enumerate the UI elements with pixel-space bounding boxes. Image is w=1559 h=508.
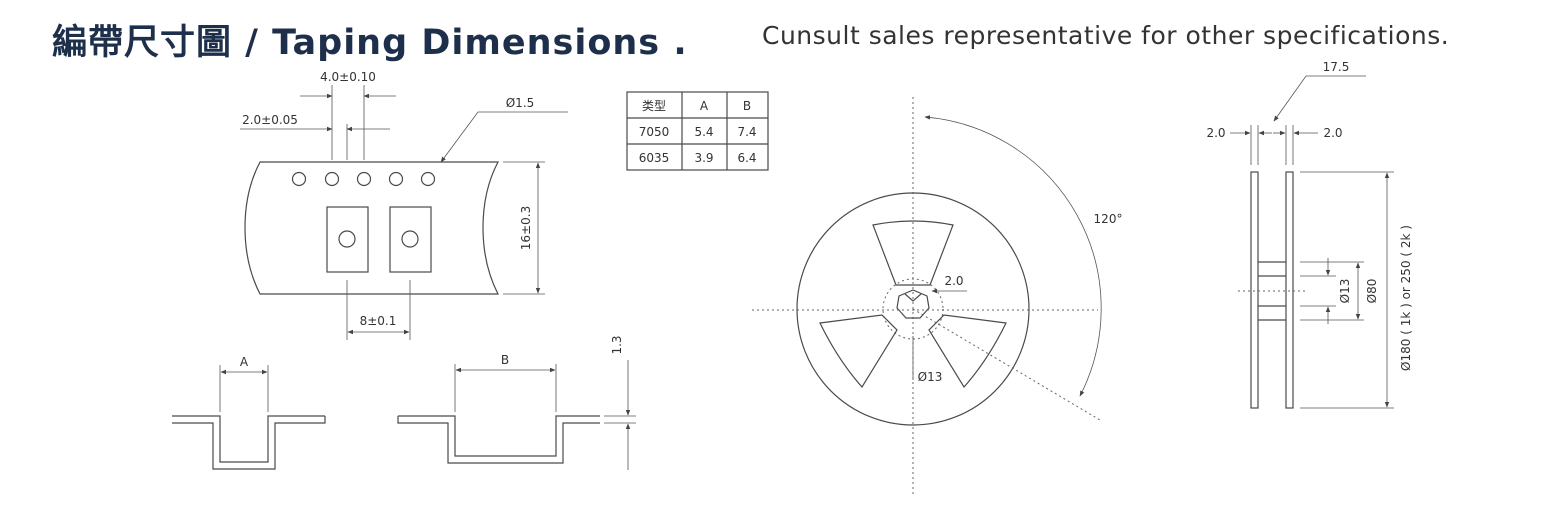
pocket-hole [401, 230, 419, 248]
table-cell: 5.4 [694, 125, 713, 139]
sprocket-hole [388, 171, 404, 187]
right-flange [1285, 171, 1294, 409]
reel-width-label: 17.5 [1323, 60, 1350, 74]
pocket-1 [326, 206, 369, 273]
hub-diameter-label: Ø13 [918, 370, 943, 384]
tape-outline [244, 161, 499, 295]
reel-window [819, 314, 898, 389]
table-cell: 7.4 [737, 125, 756, 139]
dimension-table: 类型 A B 7050 5.4 7.4 6035 3.9 6.4 [626, 91, 769, 171]
reel-front-view: 2.0 Ø13 120° [752, 97, 1122, 495]
core-diameter-label: Ø80 [1365, 279, 1379, 304]
table-frame [626, 91, 769, 171]
table-header-type: 类型 [642, 99, 666, 113]
sprocket-holes [291, 171, 436, 187]
page-title: 編帶尺寸圖 / Taping Dimensions . [52, 23, 688, 63]
reel-side-view: 17.5 2.0 2.0 Ø13 Ø80 Ø180 ( 1k ) or 250 … [1206, 60, 1413, 409]
pitch-label: 4.0±0.10 [320, 70, 376, 84]
table-header-a: A [700, 99, 709, 113]
left-flange-label: 2.0 [1206, 126, 1225, 140]
page-subtitle: Cunsult sales representative for other s… [762, 21, 1450, 50]
pocket-depth-label: 1.3 [610, 335, 624, 354]
left-flange [1250, 171, 1259, 409]
pocket-b-label: B [501, 353, 509, 367]
pocket-pitch-label: 8±0.1 [360, 314, 397, 328]
pocket-hole [338, 230, 356, 248]
tape-top-view: 4.0±0.10 2.0±0.05 Ø1.5 16±0.3 8±0.1 [240, 70, 568, 340]
table-cell: 6.4 [737, 151, 756, 165]
side-hub-label: Ø13 [1338, 279, 1352, 304]
pocket-section-a: A [172, 355, 326, 470]
sprocket-hole [291, 171, 307, 187]
table-cell: 3.9 [694, 151, 713, 165]
sprocket-hole [420, 171, 436, 187]
pocket-2 [389, 206, 432, 273]
table-cell: 7050 [639, 125, 670, 139]
sprocket-hole [324, 171, 340, 187]
angle-label: 120° [1094, 212, 1123, 226]
hole-offset-label: 2.0±0.05 [242, 113, 298, 127]
slot-width-label: 2.0 [944, 274, 963, 288]
sprocket-hole [356, 171, 372, 187]
pocket-section-b: B 1.3 [397, 335, 636, 470]
hole-diameter-label: Ø1.5 [506, 96, 535, 110]
table-cell: 6035 [639, 151, 670, 165]
reel-diameter-label: Ø180 ( 1k ) or 250 ( 2k ) [1399, 225, 1413, 371]
right-flange-label: 2.0 [1323, 126, 1342, 140]
tape-width-label: 16±0.3 [519, 206, 533, 250]
table-header-b: B [743, 99, 751, 113]
pocket-a-label: A [240, 355, 249, 369]
